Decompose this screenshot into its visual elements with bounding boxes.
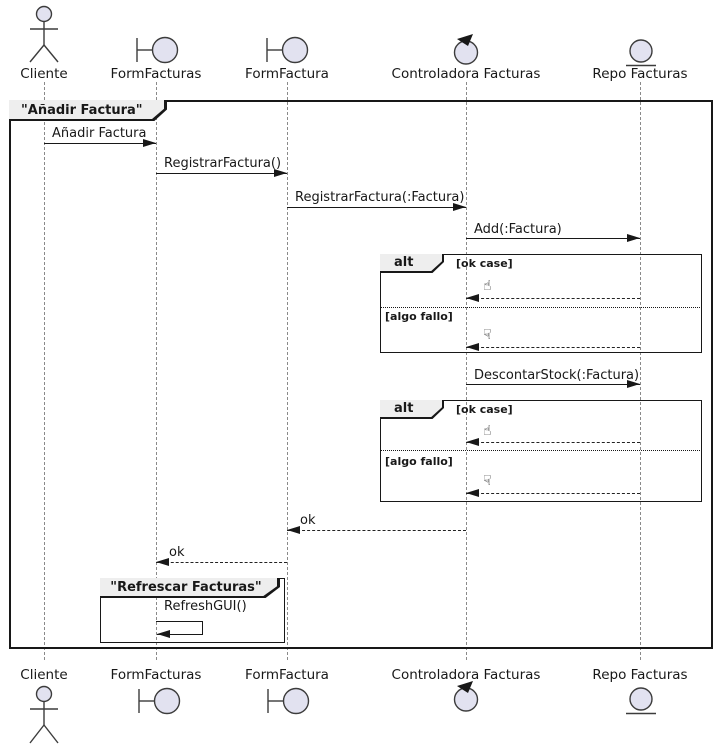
message-registrarfactura-label: RegistrarFactura() (164, 156, 282, 171)
alt-fragment-1 (380, 254, 702, 353)
thumbs-down-icon: ☟ (483, 473, 492, 489)
entity-icon (626, 687, 656, 715)
inner-frame-title-shape-fill (100, 578, 277, 597)
arrowhead-left-icon (466, 343, 479, 351)
self-message-bottom-line (157, 634, 203, 636)
arrowhead-right-icon (274, 169, 287, 177)
message-ok1-line (287, 530, 466, 531)
message-anadir-factura-label: Añadir Factura (52, 126, 147, 141)
arrowhead-right-icon (627, 380, 640, 388)
self-message-top-line (156, 621, 203, 623)
actor-icon (29, 5, 59, 63)
message-descontarstock-line (466, 384, 640, 386)
self-message-vertical-line (202, 621, 204, 634)
message-refreshgui-label: RefreshGUI() (164, 599, 247, 614)
participant-label-cliente-bottom: Cliente (20, 667, 68, 683)
participant-label-cliente-top: Cliente (20, 66, 68, 82)
thumbs-up-icon: ☝ (483, 423, 492, 439)
reply-fail-line (466, 347, 640, 348)
reply-ok-line (466, 298, 640, 299)
arrowhead-left-icon (156, 558, 169, 566)
alt-fragment-2 (380, 400, 702, 502)
control-icon (453, 681, 479, 712)
guard-ok-case: [ok case] (456, 403, 513, 416)
arrowhead-left-icon (157, 630, 170, 638)
frame-title-shape-fill (9, 100, 164, 120)
boundary-icon (267, 687, 310, 715)
message-descontarstock-label: DescontarStock(:Factura) (474, 368, 640, 383)
thumbs-up-icon: ☝ (483, 278, 492, 294)
message-registrarfactura-param-label: RegistrarFactura(:Factura) (295, 190, 465, 205)
message-registrarfactura-param-line (287, 207, 466, 209)
arrowhead-right-icon (453, 203, 466, 211)
alt-operator-label: alt (394, 255, 414, 270)
participant-label-formfacturas-bottom: FormFacturas (110, 667, 202, 683)
alt-label-shape-fill (380, 400, 442, 418)
message-add-label: Add(:Factura) (474, 222, 562, 237)
alt-label-shape-fill (380, 254, 442, 272)
arrowhead-left-icon (466, 438, 479, 446)
message-ok2-line (156, 562, 287, 563)
arrowhead-left-icon (466, 294, 479, 302)
boundary-icon (266, 36, 309, 64)
arrowhead-right-icon (143, 139, 156, 147)
participant-label-repo-bottom: Repo Facturas (592, 667, 688, 683)
frame-anadir-factura (9, 100, 713, 649)
guard-algo-fallo: [algo fallo] (385, 455, 453, 468)
arrowhead-right-icon (627, 234, 640, 242)
reply-ok-line (466, 442, 640, 443)
participant-label-formfactura-bottom: FormFactura (245, 667, 329, 683)
message-registrarfactura-line (156, 173, 287, 175)
control-icon (453, 34, 479, 65)
boundary-icon (136, 36, 179, 64)
entity-icon (626, 39, 656, 67)
participant-label-formfactura-top: FormFactura (245, 66, 329, 82)
lifeline-formfactura (287, 82, 288, 660)
arrowhead-left-icon (287, 526, 300, 534)
lifeline-formfacturas (156, 82, 157, 660)
reply-fail-line (466, 493, 640, 494)
thumbs-down-icon: ☟ (483, 327, 492, 343)
actor-icon (29, 685, 59, 744)
message-add-line (466, 238, 640, 240)
guard-ok-case: [ok case] (456, 257, 513, 270)
participant-label-repo-top: Repo Facturas (592, 66, 688, 82)
participant-label-controladora-bottom: Controladora Facturas (391, 667, 541, 683)
participant-label-formfacturas-top: FormFacturas (110, 66, 202, 82)
lifeline-repo (640, 82, 641, 660)
arrowhead-left-icon (466, 489, 479, 497)
lifeline-cliente (44, 82, 45, 660)
boundary-icon (138, 687, 181, 715)
message-anadir-factura-line (44, 143, 156, 145)
alt-operator-label: alt (394, 401, 414, 416)
inner-frame-title: "Refrescar Facturas" (110, 580, 262, 595)
lifeline-controladora (466, 82, 467, 660)
alt-divider (380, 450, 700, 451)
message-ok1-label: ok (300, 513, 316, 528)
alt-divider (380, 307, 700, 308)
participant-label-controladora-top: Controladora Facturas (391, 66, 541, 82)
frame-title: "Añadir Factura" (21, 103, 143, 118)
message-ok2-label: ok (169, 545, 185, 560)
guard-algo-fallo: [algo fallo] (385, 310, 453, 323)
